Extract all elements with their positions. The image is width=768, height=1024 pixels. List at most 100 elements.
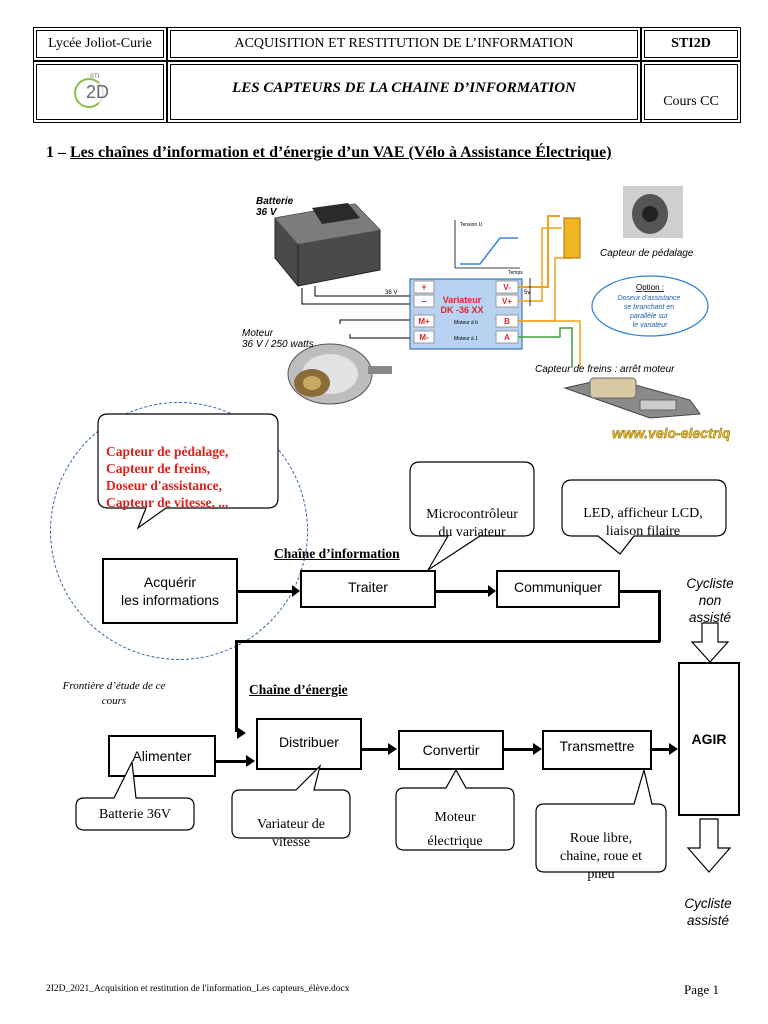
alimenter-text: Alimenter: [132, 748, 192, 764]
logo-small-text: STI: [90, 74, 100, 80]
section-heading-text: Les chaînes d’information et d’énergie d…: [70, 144, 612, 161]
v36-label: 36 V: [385, 290, 397, 296]
cyclist-not-text: Cycliste non assisté: [686, 576, 734, 625]
footer-page: Page 1: [684, 982, 719, 998]
micro-bubble: Microcontrôleur du variateur: [410, 488, 534, 542]
energy-chain-label: Chaîne d’énergie: [249, 682, 348, 698]
wheel-bubble-text: Roue libre, chaine, roue et pneu: [559, 831, 642, 882]
down-arrow-top: [690, 622, 730, 663]
battery-image: [274, 203, 381, 287]
v5-label: 5v: [524, 290, 530, 296]
controller-box: + – M+ M- V- V+ B A Variateur DK -36 XX …: [409, 278, 523, 350]
controller-title: Variateur: [443, 295, 482, 305]
communiquer-box: Communiquer: [496, 570, 620, 608]
pedal-sensor-image: [623, 186, 683, 238]
course-cell: Cours CC: [641, 61, 741, 123]
graph-x-label: Temps: [508, 270, 523, 276]
motor-label-line1: Moteur: [242, 328, 274, 339]
controller-model: DK -36 XX: [440, 305, 483, 315]
motor-label-line2: 36 V / 250 watts: [242, 339, 314, 350]
pedal-sensor-label: Capteur de pédalage: [600, 248, 694, 259]
energy-chain-text: Chaîne d’énergie: [249, 682, 348, 697]
battery-label-line1: Batterie: [256, 196, 294, 207]
sti2d-logo: STI 2D: [70, 74, 130, 110]
subject-cell: ACQUISITION ET RESTITUTION DE L’INFORMAT…: [167, 27, 641, 61]
logo-text: 2D: [86, 82, 110, 102]
agir-box: AGIR: [678, 662, 740, 816]
footer-filename-text: 2I2D_2021_Acquisition et restitution de …: [46, 984, 350, 994]
pin-b: B: [504, 317, 510, 326]
micro-bubble-shape: [409, 461, 535, 571]
doc-title-cell: LES CAPTEURS DE LA CHAINE D’INFORMATION: [167, 61, 641, 123]
section-cell: STI2D: [641, 27, 741, 61]
variator-bubble-text: Variateur de vitesse: [256, 817, 326, 850]
info-chain-label: Chaîne d’information: [274, 546, 400, 562]
info-chain-text: Chaîne d’information: [274, 546, 400, 561]
variator-bubble-shape: [231, 764, 351, 839]
led-bubble-shape: [561, 479, 727, 555]
logo-cell: STI 2D: [33, 61, 167, 123]
distribuer-box: Distribuer: [256, 718, 362, 770]
agir-text: AGIR: [691, 731, 727, 747]
led-bubble-text: LED, afficheur LCD, liaison filaire: [583, 506, 703, 539]
variator-bubble: Variateur de vitesse: [232, 798, 350, 852]
pin-plus: +: [421, 282, 426, 292]
led-bubble: LED, afficheur LCD, liaison filaire: [562, 487, 724, 541]
sensors-bubble-shape: [97, 413, 279, 530]
cyclist-assisted-text: Cycliste assisté: [684, 896, 732, 928]
cyclist-not-assisted: Cycliste non assisté: [668, 558, 752, 626]
battery-bubble-text: Batterie 36V: [99, 807, 171, 822]
potentiometer: [563, 217, 581, 259]
battery-label: Batterie 36 V: [256, 196, 296, 218]
logo-circle: [74, 78, 104, 108]
micro-bubble-text: Microcontrôleur du variateur: [426, 507, 518, 540]
brake-sensor-label: Capteur de freins : arrêt moteur: [535, 364, 675, 375]
website-watermark: www.velo-electrique.com: [612, 425, 730, 441]
motor-a-label: Moteur à 1: [454, 336, 478, 342]
option-text: Doseur d'assistance se branchant en para…: [618, 295, 683, 329]
option-bubble: Option : Doseur d'assistance se branchan…: [591, 275, 709, 337]
voltage-graph: Tension U Temps: [454, 220, 523, 276]
cyclist-assisted: Cycliste assisté: [666, 878, 750, 929]
sensors-bubble-text: Capteur de pédalage, Capteur de freins, …: [106, 444, 229, 510]
pin-mminus: M-: [419, 333, 429, 342]
convertir-box: Convertir: [398, 730, 504, 770]
distribuer-text: Distribuer: [279, 734, 339, 750]
pin-vplus: V+: [502, 297, 512, 306]
graph-label: Tension U: [460, 222, 483, 228]
pin-vminus: V-: [503, 283, 511, 292]
communiquer-text: Communiquer: [514, 579, 602, 595]
motor-b-label: Moteur à b: [454, 320, 478, 326]
school-name: Lycée Joliot-Curie: [48, 36, 152, 51]
course-label: Cours CC: [663, 94, 719, 109]
doc-title: LES CAPTEURS DE LA CHAINE D’INFORMATION: [232, 80, 576, 96]
pin-minus: –: [421, 296, 426, 306]
motor-label: Moteur 36 V / 250 watts: [242, 328, 314, 350]
frontier-label: Frontière d’étude de ce cours: [44, 664, 184, 709]
acquerir-text: Acquérir les informations: [120, 574, 220, 608]
frontier-text: Frontière d’étude de ce cours: [62, 680, 166, 707]
motor-bubble: Moteur électrique: [396, 800, 514, 849]
sensors-bubble: Capteur de pédalage, Capteur de freins, …: [106, 426, 276, 511]
subject-title: ACQUISITION ET RESTITUTION DE L’INFORMAT…: [234, 36, 574, 51]
school-cell: Lycée Joliot-Curie: [33, 27, 167, 61]
pin-mplus: M+: [418, 317, 430, 326]
battery-label-line2: 36 V: [256, 207, 278, 218]
motor-image: [287, 343, 392, 405]
motor-bubble-shape: [395, 768, 515, 851]
transmettre-box: Transmettre: [542, 730, 652, 770]
convertir-text: Convertir: [422, 742, 480, 758]
brake-sensor-image: [563, 377, 701, 419]
study-frontier-circle: [50, 402, 308, 660]
pin-a: A: [504, 333, 510, 342]
section-number: 1 –: [46, 144, 70, 161]
traiter-box: Traiter: [300, 570, 436, 608]
section-label: STI2D: [671, 36, 711, 51]
battery-bubble: Batterie 36V: [76, 806, 194, 824]
transmettre-text: Transmettre: [559, 738, 635, 754]
wheel-bubble-shape: [535, 768, 667, 873]
footer-filename: 2I2D_2021_Acquisition et restitution de …: [46, 984, 350, 994]
motor-bubble-text: Moteur électrique: [427, 810, 483, 849]
section-heading: 1 – Les chaînes d’information et d’énerg…: [46, 144, 612, 162]
acquerir-box: Acquérir les informations: [102, 558, 238, 624]
